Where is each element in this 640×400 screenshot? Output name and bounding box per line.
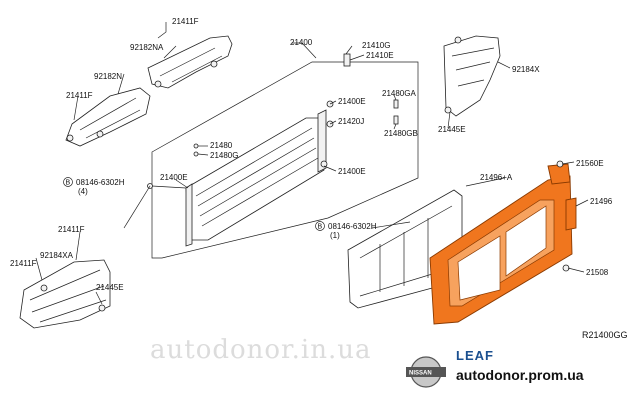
label-21508: 21508 [586, 268, 609, 277]
label-21400E-c: 21400E [338, 167, 366, 176]
nissan-badge-text: NISSAN [409, 371, 432, 377]
label-21496: 21496 [590, 197, 613, 206]
label-21410G: 21410G [362, 41, 390, 50]
label-21400E-a: 21400E [338, 97, 366, 106]
label-92184X: 92184X [512, 65, 540, 74]
air-guide-lower-92182N [65, 87, 151, 147]
model-name: LEAF [456, 348, 494, 363]
label-bolt-1-qty: (4) [78, 187, 88, 196]
label-21496A: 21496+A [480, 173, 513, 182]
nissan-logo: NISSAN [406, 356, 446, 388]
label-21560E: 21560E [576, 159, 604, 168]
label-21480GB: 21480GB [384, 129, 418, 138]
label-21411F-bl: 21411F [58, 225, 85, 234]
label-21411F-top: 21411F [172, 17, 199, 26]
air-guide-upper-92182NA [147, 35, 233, 89]
label-21411F-bl2: 21411F [10, 259, 37, 268]
radiator-core [185, 109, 327, 247]
watermark: autodonor.in.ua [150, 335, 371, 365]
label-92182N: 92182N [94, 72, 122, 81]
label-21480GA: 21480GA [382, 89, 416, 98]
air-guide-left-92184XA [19, 259, 111, 329]
shop-url: autodonor.prom.ua [456, 367, 584, 383]
leader-lines [35, 22, 589, 305]
label-bolt-2-code: 08146-6302H [328, 222, 377, 231]
label-21445E-top: 21445E [438, 125, 466, 134]
diagram-reference-code: R21400GG [582, 330, 628, 340]
bolt-symbol-1: B [66, 180, 71, 187]
label-bolt-1-code: 08146-6302H [76, 178, 125, 187]
label-21420J: 21420J [338, 117, 364, 126]
drain-plug [343, 53, 351, 67]
radiator-core-support-21496 [429, 163, 577, 325]
air-guide-right-92184X [443, 35, 501, 117]
label-21410E: 21410E [366, 51, 394, 60]
bolt-symbol-2: B [318, 224, 323, 231]
label-21400: 21400 [290, 38, 313, 47]
label-21480G: 21480G [210, 151, 238, 160]
bolt-callout-2: B 08146-6302H (1) [315, 221, 377, 240]
label-92184XA: 92184XA [40, 251, 74, 260]
radiator-assembly-outline [151, 61, 419, 259]
label-21480: 21480 [210, 141, 233, 150]
label-bolt-2-qty: (1) [330, 231, 340, 240]
bolt-callout-1: B 08146-6302H (4) [63, 177, 125, 196]
label-92182NA: 92182NA [130, 43, 164, 52]
label-21445E-bl: 21445E [96, 283, 124, 292]
label-21400E-b: 21400E [160, 173, 188, 182]
label-21411F-mid: 21411F [66, 91, 93, 100]
